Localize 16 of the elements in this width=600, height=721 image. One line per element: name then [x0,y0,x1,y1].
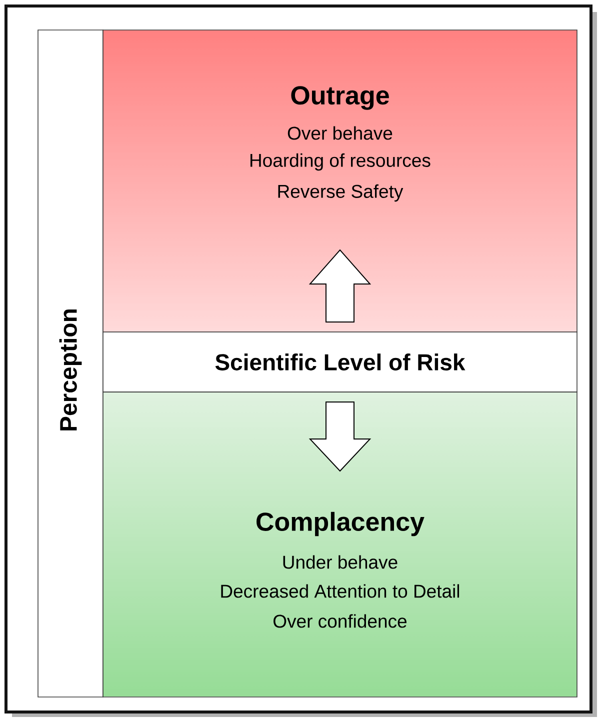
list-item: Hoarding of resources [250,153,430,171]
band-label: Scientific Level of Risk [215,354,466,370]
list-item: Over confidence [274,614,406,628]
vertical-label: Perception [59,309,82,430]
heading: Outrage [291,86,389,110]
list-item: Over behave [288,126,392,140]
side-label [38,30,104,698]
block-arrow [308,402,372,472]
list-item: Under behave [283,555,398,569]
risk-panel [102,392,578,698]
risk-panel [102,30,578,332]
list-item: Reverse Safety [278,184,404,202]
risk-band [102,332,578,392]
block-arrow [308,249,372,322]
list-item: Decreased Attention to Detail [221,584,460,598]
heading: Complacency [256,512,424,536]
